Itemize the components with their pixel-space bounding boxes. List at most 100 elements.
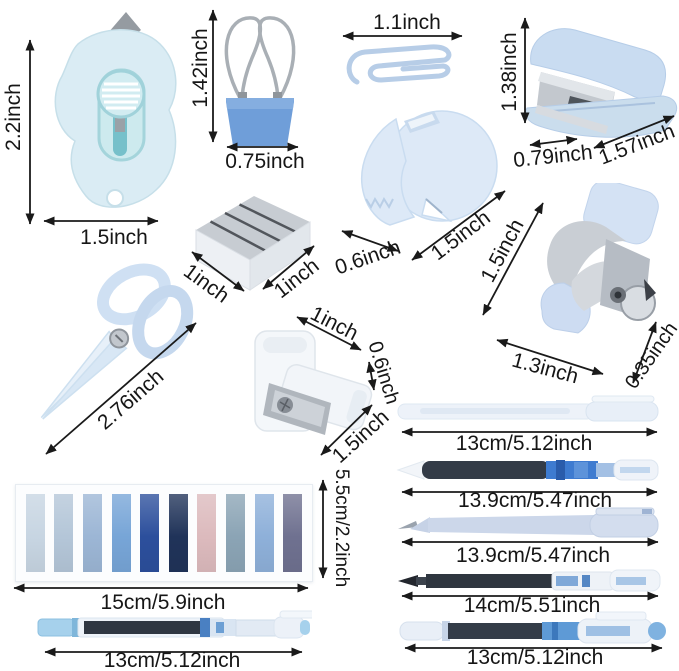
utility-knife-image bbox=[54, 12, 177, 208]
tab-strip bbox=[54, 494, 74, 572]
pen-right-2-length-label: 13.9cm/5.47inch bbox=[457, 489, 613, 512]
tape-dispenser-top-slot-inner bbox=[408, 114, 435, 129]
pen-right-5-image bbox=[399, 611, 666, 644]
pen-right-2-image bbox=[396, 459, 659, 481]
binder-clip-body bbox=[226, 98, 294, 146]
pen4-blue-ring bbox=[582, 575, 590, 587]
binder-clip-body-highlight bbox=[226, 98, 294, 109]
pen4-barrel bbox=[426, 574, 554, 588]
staples-grooves bbox=[209, 203, 296, 252]
staple-remover-image bbox=[540, 183, 659, 334]
pen-bl-mid-blue bbox=[216, 622, 224, 633]
staple-remover-pivot-center bbox=[614, 291, 622, 299]
tab-strip bbox=[168, 494, 188, 572]
pen-bottom-left-image bbox=[37, 610, 312, 639]
binder-clip-wire-right bbox=[257, 16, 296, 99]
pen-bl-blue-ring bbox=[200, 618, 210, 637]
pen3-barrel bbox=[428, 515, 594, 535]
pen3-clip bbox=[595, 507, 655, 516]
pen2-blue-detail bbox=[574, 462, 588, 478]
binder-clip-image bbox=[224, 16, 296, 146]
tab-strip bbox=[283, 494, 303, 572]
pen2-cap-inner bbox=[620, 467, 650, 473]
sharpener-image bbox=[254, 330, 373, 435]
pen-bl-left-cap bbox=[37, 618, 75, 637]
tab-strips bbox=[16, 485, 312, 581]
pen5-blue-section bbox=[542, 622, 580, 640]
staple-remover-jaw-tip bbox=[644, 279, 656, 301]
pen3-rear bbox=[589, 512, 659, 538]
tab-strip bbox=[25, 494, 45, 572]
pen-right-1-image bbox=[397, 395, 659, 422]
pen-bl-clip bbox=[279, 610, 312, 619]
pen-right-4-image bbox=[398, 569, 661, 592]
pen-bl-ink-cartridge bbox=[84, 621, 200, 634]
tab-strip bbox=[226, 494, 245, 572]
pen5-clip bbox=[595, 611, 647, 621]
pen-right-4-length-label: 14cm/5.51inch bbox=[463, 594, 601, 617]
tab-strip bbox=[111, 494, 131, 572]
binder-clip-hinge-left bbox=[238, 92, 247, 100]
pen-bl-tip bbox=[300, 620, 310, 635]
tab-strip bbox=[140, 494, 160, 572]
pen5-ink-cartridge bbox=[448, 623, 544, 639]
binder-clip-hinge-right bbox=[273, 92, 282, 100]
binder-clip-wire-left bbox=[224, 16, 263, 99]
stapler-metal-top bbox=[538, 72, 615, 102]
sticky-tabs-height-label: 5.5cm/2.2inch bbox=[331, 468, 352, 588]
scissors-handle-right bbox=[132, 284, 194, 360]
knife-slider-button bbox=[96, 69, 146, 119]
sticky-tabs-width-label: 15cm/5.9inch bbox=[100, 591, 226, 614]
knife-slider-ribs bbox=[102, 82, 140, 110]
pen1-clip bbox=[591, 395, 655, 403]
binder-clip-height-label: 1.42inch bbox=[189, 28, 212, 108]
tab-strip bbox=[82, 494, 102, 572]
pen4-blue-detail bbox=[556, 576, 578, 586]
tape-dispenser-serrated-edge bbox=[365, 196, 394, 210]
pen5-cap-inner bbox=[586, 626, 630, 636]
tab-strip bbox=[197, 494, 217, 572]
pen5-ring bbox=[442, 621, 450, 641]
tab-strip bbox=[254, 494, 274, 572]
pen-right-3-length-label: 13.9cm/5.47inch bbox=[455, 544, 611, 567]
paper-clip-width-label: 1.1inch bbox=[373, 11, 441, 34]
pen1-refill bbox=[420, 408, 570, 414]
pen2-ink-cartridge bbox=[422, 461, 550, 479]
tape-dispenser-depth-label: 0.6inch bbox=[332, 235, 404, 280]
utility-knife-height-label: 2.2inch bbox=[2, 83, 25, 151]
pen-right-3-image bbox=[398, 507, 659, 538]
stapler-base-line bbox=[538, 102, 656, 113]
stapler-image bbox=[525, 28, 678, 138]
pen4-neck bbox=[416, 577, 428, 585]
sticky-tabs-image bbox=[15, 484, 313, 582]
pen5-end-cap bbox=[399, 621, 445, 641]
sharpener-top-opening bbox=[263, 337, 307, 353]
stapler-front-plate bbox=[535, 105, 608, 134]
pen4-cap-inner bbox=[616, 577, 646, 585]
paper-clip-wire bbox=[346, 44, 452, 85]
knife-blade-in-slot bbox=[115, 108, 125, 132]
pen1-cap bbox=[585, 401, 659, 422]
binder-clip-width-label: 0.75inch bbox=[225, 150, 305, 173]
pen3-cone bbox=[410, 517, 430, 533]
stapler-top-arm bbox=[530, 28, 667, 106]
pen2-pale-section bbox=[596, 463, 618, 477]
pen3-needle-tip bbox=[398, 521, 418, 529]
sharpener-screw-cross bbox=[279, 398, 291, 412]
pen-bl-ring bbox=[72, 618, 79, 637]
pen5-blue-stripe bbox=[552, 622, 558, 640]
pen2-blue-section bbox=[546, 461, 598, 479]
pen4-tip bbox=[398, 575, 418, 587]
pen3-clip-detail bbox=[642, 509, 652, 514]
pen-bl-grip bbox=[235, 619, 277, 637]
pen2-dark-ring bbox=[556, 460, 565, 480]
pen2-tip bbox=[396, 460, 425, 480]
knife-hanging-hole bbox=[106, 189, 124, 207]
pen-bl-cap bbox=[273, 616, 305, 639]
stapler-height-label: 1.38inch bbox=[498, 32, 521, 112]
pen-right-1-length-label: 13cm/5.12inch bbox=[455, 432, 593, 455]
paper-clip-image bbox=[346, 44, 452, 85]
pen-bottom-left-length-label: 13cm/5.12inch bbox=[103, 649, 241, 671]
pen-right-5-length-label: 13cm/5.12inch bbox=[466, 646, 604, 669]
